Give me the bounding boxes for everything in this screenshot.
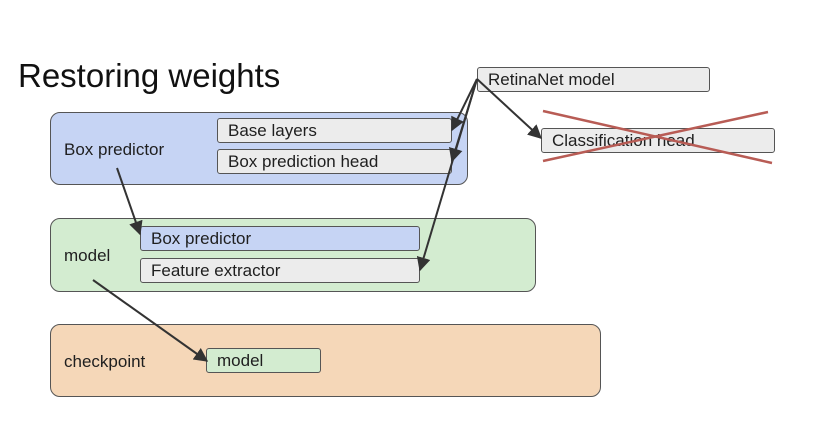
box-prediction-head-box: Box prediction head (217, 149, 452, 174)
model-group-label: model (64, 246, 111, 265)
checkpoint-group (50, 324, 601, 397)
arrow-box-predictor-to-model-box-predictor (116, 167, 143, 236)
checkpoint-model-box: model (206, 348, 321, 373)
arrow-retinanet-to-classification-head (476, 78, 543, 139)
retinanet-model-box: RetinaNet model (477, 67, 710, 92)
slide-title: Restoring weights (18, 57, 281, 94)
box-predictor-group-label: Box predictor (64, 140, 165, 159)
cross-out-mark (542, 109, 773, 165)
feature-extractor-box: Feature extractor (140, 258, 420, 283)
checkpoint-group-label: checkpoint (64, 352, 146, 371)
arrow-retinanet-to-base-layers (451, 78, 478, 132)
arrow-model-to-checkpoint-model (92, 279, 209, 362)
arrow-retinanet-to-feature-extractor (416, 78, 478, 272)
classification-head-box: Classification head (541, 128, 775, 153)
model-box-predictor-box: Box predictor (140, 226, 420, 251)
